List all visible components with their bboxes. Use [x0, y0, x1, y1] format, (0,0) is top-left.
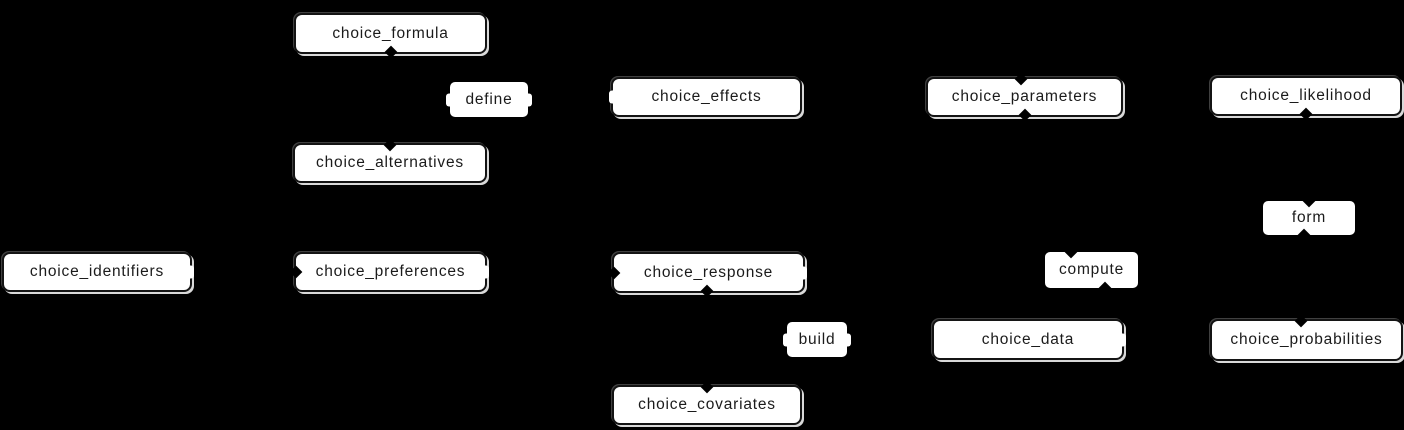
edge-label-text: form: [1291, 209, 1327, 226]
edge-label-form: form: [1263, 194, 1355, 242]
node-choice_formula: choice_formula: [294, 13, 487, 59]
node-text: choice_response: [643, 263, 774, 281]
edge-connection-nub: [481, 265, 489, 279]
edge-connection-nub: [799, 266, 807, 279]
edge-connection-notch: [700, 380, 714, 394]
node-choice_effects: choice_effects: [609, 77, 802, 117]
node-text: choice_alternatives: [316, 154, 464, 171]
edge-connection-notch: [1014, 72, 1027, 86]
edge-connection-nub: [524, 93, 532, 106]
edge-connection-notch: [383, 138, 397, 152]
node-choice_response: choice_response: [607, 252, 807, 298]
edge-connection-notch: [1294, 314, 1308, 328]
edge-connection-notch: [607, 266, 621, 279]
edge-connection-notch: [1064, 245, 1078, 259]
edge-connection-notch: [1302, 194, 1316, 208]
edge-connection-nub: [1118, 333, 1126, 346]
edge-connection-nub: [843, 333, 851, 346]
node-choice_parameters: choice_parameters: [926, 72, 1123, 122]
edge-connection-nub: [609, 90, 617, 104]
edge-label-define: define: [446, 82, 532, 117]
node-text: choice_covariates: [638, 396, 776, 413]
edge-label-build: build: [783, 322, 851, 357]
edge-connection-notch: [384, 45, 397, 59]
node-text: choice_identifiers: [29, 263, 165, 280]
node-text: choice_probabilities: [1230, 331, 1383, 348]
node-choice_identifiers: choice_identifiers: [2, 252, 194, 292]
edge-label-compute: compute: [1045, 245, 1138, 295]
edge-connection-notch: [700, 284, 713, 298]
node-choice_likelihood: choice_likelihood: [1210, 76, 1402, 121]
edge-connection-notch: [1018, 108, 1031, 122]
node-text: choice_parameters: [951, 88, 1098, 105]
node-text: choice_data: [981, 330, 1075, 348]
node-choice_data: choice_data: [932, 319, 1126, 360]
node-text: choice_formula: [332, 24, 449, 42]
edge-connection-notch: [289, 265, 303, 279]
edge-label-text: define: [465, 90, 513, 108]
edge-connection-notch: [1099, 281, 1112, 295]
node-choice_covariates: choice_covariates: [612, 380, 802, 425]
edge-connection-notch: [1299, 107, 1313, 121]
edge-label-text: build: [798, 330, 836, 348]
node-choice_probabilities: choice_probabilities: [1210, 314, 1403, 361]
edge-connection-nub: [783, 333, 791, 346]
node-text: choice_preferences: [315, 263, 466, 280]
edge-connection-notch: [1298, 228, 1311, 242]
edge-label-text: compute: [1058, 261, 1125, 278]
edge-connection-nub: [186, 265, 194, 279]
node-text: choice_likelihood: [1240, 87, 1372, 104]
node-choice_alternatives: choice_alternatives: [293, 138, 487, 183]
node-text: choice_effects: [651, 88, 762, 105]
node-choice_preferences: choice_preferences: [289, 252, 489, 292]
edge-connection-nub: [446, 93, 454, 106]
